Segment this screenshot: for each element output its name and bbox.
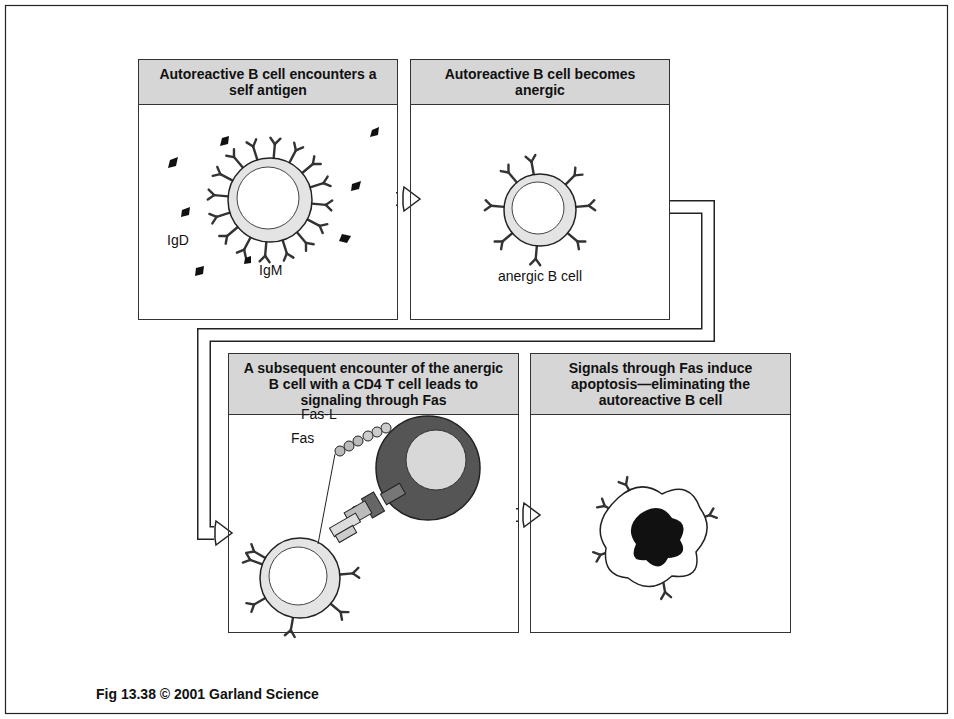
- outer-border: [6, 6, 948, 714]
- block-arrow: [516, 503, 540, 527]
- panel-box: Autoreactive B cell encounters a self an…: [138, 59, 398, 320]
- panel-heading: Autoreactive B cell becomes anergic: [411, 60, 669, 105]
- b-cell: [228, 158, 312, 242]
- part-label: IgM: [258, 262, 283, 278]
- part-label: IgD: [166, 232, 190, 248]
- panel-heading: Autoreactive B cell encounters a self an…: [139, 60, 397, 105]
- part-label: Fas: [290, 430, 315, 446]
- apoptotic-cell: [600, 487, 707, 587]
- anergic-nucleus: [512, 182, 564, 234]
- figure-caption: Fig 13.38 © 2001 Garland Science: [96, 686, 319, 702]
- b-cell-nucleus: [269, 547, 327, 605]
- panel-box: Signals through Fas induce apoptosis—eli…: [530, 353, 791, 633]
- t-cell-nucleus: [406, 430, 466, 490]
- part-label: anergic B cell: [497, 268, 583, 284]
- panel-heading: A subsequent encounter of the anergic B …: [229, 354, 518, 415]
- b-cell-nucleus: [237, 167, 299, 229]
- fragmented-nucleus: [631, 508, 684, 567]
- b-cell: [260, 538, 340, 618]
- panel-heading: Signals through Fas induce apoptosis—eli…: [531, 354, 790, 415]
- self-antigen: [168, 127, 379, 276]
- block-arrow: [396, 187, 420, 211]
- part-label: Fas-L: [300, 406, 338, 422]
- anergic-cell: [504, 174, 576, 246]
- t-cell: [376, 416, 480, 520]
- panel-box: A subsequent encounter of the anergic B …: [228, 353, 519, 633]
- fas-fasl: [318, 423, 391, 544]
- tcr-mhc: [330, 483, 406, 542]
